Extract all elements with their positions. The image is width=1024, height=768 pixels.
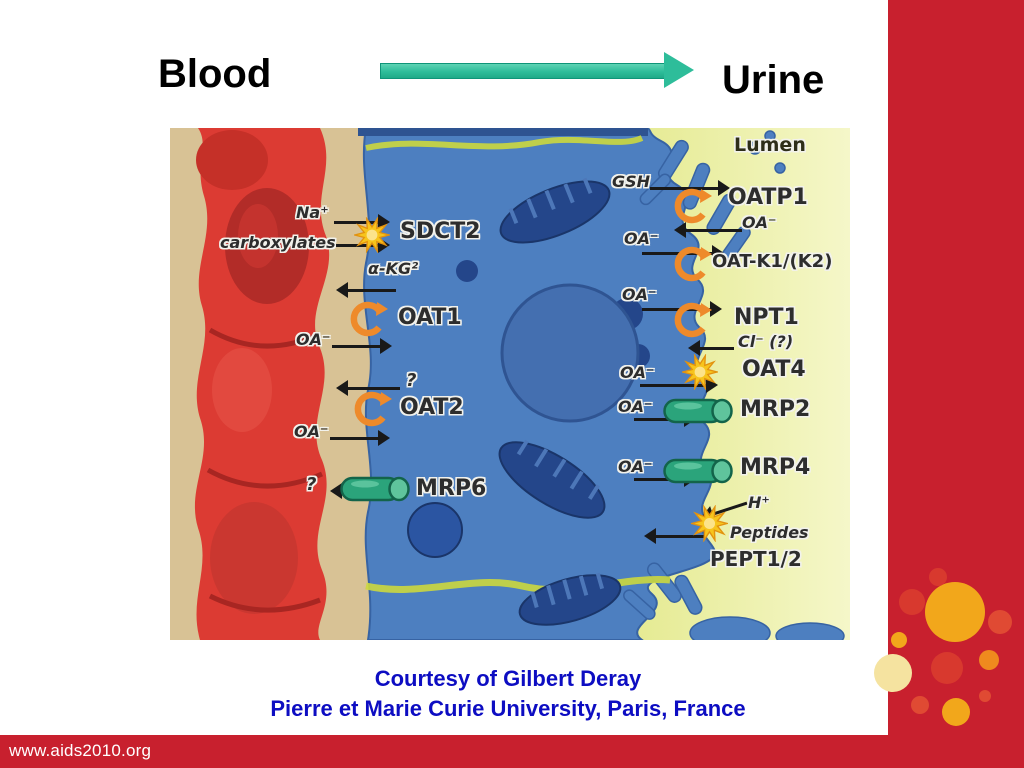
- arrow-unknown-oat2-efflux: [336, 380, 400, 396]
- label-mrp6: MRP6: [416, 476, 487, 501]
- label-sdct2: SDCT2: [400, 219, 481, 244]
- arrow-oa-oatk-efflux: [642, 245, 724, 261]
- substrate-peptides: Peptides: [730, 523, 809, 542]
- substrate-gsh: GSH: [612, 172, 651, 191]
- arrow-oa-npt1-efflux: [642, 301, 722, 317]
- pept12-cotransporter-sun-icon: [691, 506, 728, 541]
- oatp1-exchanger-icon: [672, 186, 712, 226]
- label-oat2: OAT2: [400, 395, 464, 420]
- flow-arrow-head: [664, 52, 694, 88]
- substrate-oa-oat1: OA⁻: [296, 330, 331, 349]
- label-oatk: OAT-K1/(K2): [712, 251, 833, 272]
- blood-label: Blood: [158, 52, 272, 96]
- oat4-cotransporter-sun-icon: [682, 355, 718, 389]
- arrow-oa-oat4-efflux: [640, 377, 718, 393]
- label-oatp1: OATP1: [728, 185, 808, 210]
- substrate-oa-oatk: OA⁻: [624, 229, 659, 248]
- label-mrp2: MRP2: [740, 397, 811, 422]
- aids2010-logo-circles: [874, 568, 1012, 726]
- label-npt1: NPT1: [734, 305, 799, 330]
- arrow-cl-influx: [688, 340, 734, 356]
- label-mrp4: MRP4: [740, 455, 811, 480]
- label-pept12: PEPT1/2: [710, 547, 802, 571]
- renal-transport-diagram: Na⁺ carboxylates SDCT2 α-KG² OAT1 OA⁻ ? …: [170, 128, 850, 640]
- label-oat4: OAT4: [742, 357, 806, 382]
- oat1-exchanger-icon: [348, 299, 388, 339]
- sdct2-cotransporter-sun-icon: [354, 218, 390, 252]
- credit-line1: Courtesy of Gilbert Deray: [374, 666, 642, 691]
- substrate-oa-mrp2: OA⁻: [618, 397, 653, 416]
- substrate-oa-npt1: OA⁻: [622, 285, 657, 304]
- substrate-question-mrp6: ?: [306, 474, 317, 495]
- arrow-oa-oat1-influx: [332, 338, 392, 354]
- substrate-oa-oatp1: OA⁻: [742, 213, 777, 232]
- arrow-oa-oat2-influx: [330, 430, 390, 446]
- substrate-oa-oat2: OA⁻: [294, 422, 329, 441]
- mrp4-pump-cylinder-icon: [663, 458, 733, 484]
- substrate-question-oat2: ?: [406, 370, 417, 391]
- blood-to-urine-arrow: [380, 52, 694, 89]
- substrate-na: Na⁺: [296, 203, 329, 222]
- substrate-akg: α-KG²: [368, 259, 419, 278]
- substrate-carboxylates: carboxylates: [220, 233, 336, 252]
- mrp2-pump-cylinder-icon: [663, 398, 733, 424]
- substrate-h: H⁺: [748, 493, 770, 512]
- lumen-label: Lumen: [734, 134, 806, 156]
- substrate-oa-oat4: OA⁻: [620, 363, 655, 382]
- arrow-na-influx: [334, 214, 390, 230]
- arrow-gsh-efflux: [650, 180, 730, 196]
- substrate-oa-mrp4: OA⁻: [618, 457, 653, 476]
- oatk-exchanger-icon: [672, 244, 712, 284]
- label-oat1: OAT1: [398, 305, 462, 330]
- urine-label: Urine: [722, 58, 825, 102]
- arrow-oa-oatp1-influx: [674, 222, 742, 238]
- npt1-exchanger-icon: [672, 300, 712, 340]
- credit-block: Courtesy of Gilbert Deray Pierre et Mari…: [108, 664, 908, 724]
- credit-line2: Pierre et Marie Curie University, Paris,…: [270, 696, 746, 721]
- substrate-cl: Cl⁻ (?): [738, 332, 794, 351]
- arrow-akg-efflux: [336, 282, 396, 298]
- footer-bar: www.aids2010.org: [0, 735, 1024, 768]
- footer-url: www.aids2010.org: [9, 741, 152, 760]
- arrow-peptides-influx: [644, 528, 706, 544]
- mrp6-pump-cylinder-icon: [340, 476, 410, 502]
- flow-arrow-shaft: [380, 63, 665, 79]
- oat2-exchanger-icon: [352, 389, 392, 429]
- diagram-background: [170, 128, 850, 640]
